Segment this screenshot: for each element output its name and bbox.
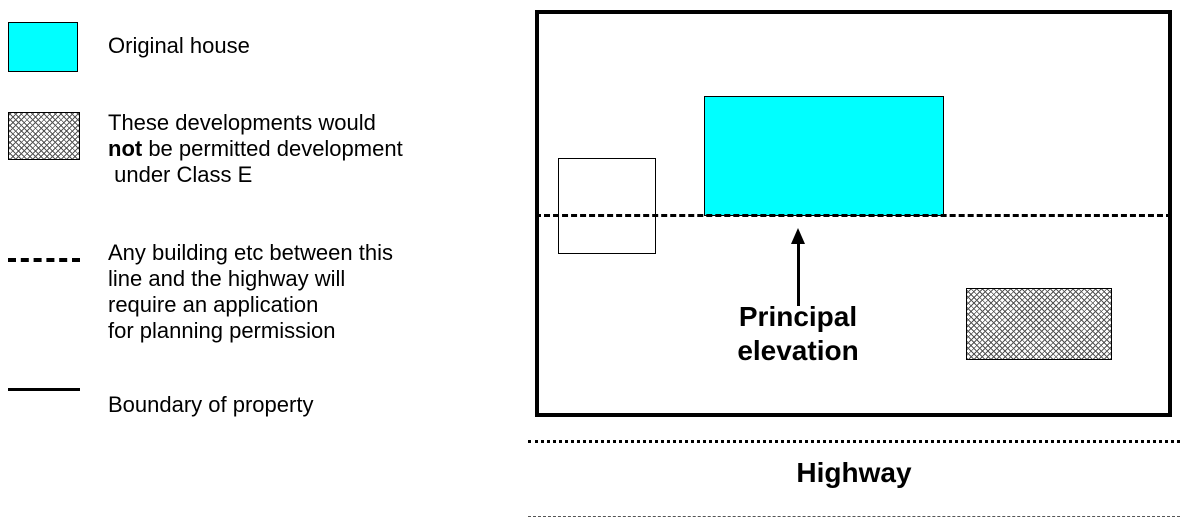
legend-boundary: Boundary of property — [108, 392, 314, 417]
legend-principal-line-3: require an application — [108, 292, 319, 317]
principal-elevation-label: Principal elevation — [737, 300, 858, 368]
arrow-up-icon — [791, 228, 805, 244]
principal-elevation-label-1: Principal — [738, 301, 858, 332]
legend-not-permitted-line-2-rest: be permitted development — [142, 136, 403, 161]
property-boundary — [535, 10, 1172, 417]
boundary-line-sample — [8, 388, 80, 391]
legend-original-house: Original house — [108, 33, 250, 58]
hatched-development — [966, 288, 1112, 360]
original-house — [704, 96, 944, 216]
original-house-swatch — [8, 22, 78, 72]
principal-elevation-line — [535, 214, 1172, 217]
legend-not-permitted: These developments would not be permitte… — [108, 110, 403, 188]
not-permitted-swatch — [8, 112, 80, 160]
highway-edge-top — [528, 440, 1180, 443]
legend-principal-line: Any building etc between this line and t… — [108, 240, 393, 344]
legend-principal-line-1: Any building etc between this — [108, 240, 393, 265]
legend-principal-line-2: line and the highway will — [108, 266, 346, 291]
outbuilding-not-permitted — [558, 158, 656, 254]
legend-not-permitted-line-3: under Class E — [108, 162, 253, 187]
principal-elevation-label-2: elevation — [737, 335, 859, 366]
arrow-shaft — [797, 242, 800, 306]
legend-not-permitted-line-1: These developments would — [108, 110, 376, 135]
legend-not-permitted-line-2: not be permitted development — [108, 136, 403, 162]
highway-label: Highway — [796, 457, 912, 488]
principal-elevation-line-sample — [8, 258, 80, 262]
legend-principal-line-4: for planning permission — [108, 318, 336, 343]
legend-not-bold: not — [108, 136, 143, 161]
